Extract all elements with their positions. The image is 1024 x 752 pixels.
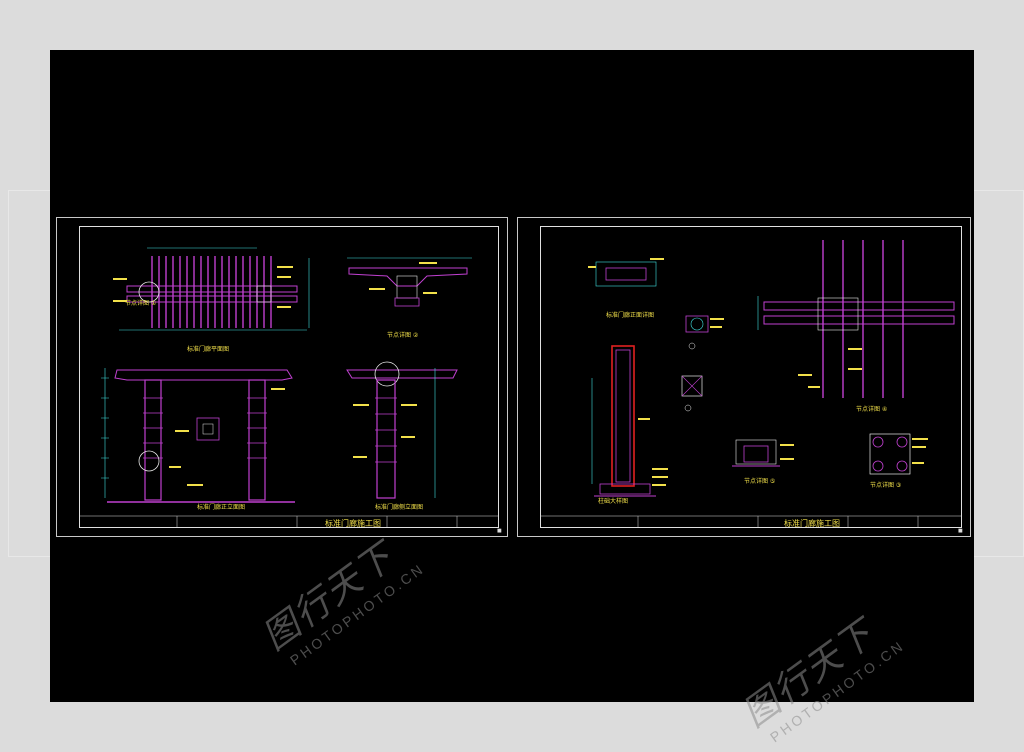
sheet-frame-left (79, 226, 499, 528)
watermark-left: 图行天下 PHOTOPHOTO.CN (255, 535, 428, 669)
sheet-number-right: ■ (958, 528, 963, 534)
ghost-sheet-right (972, 190, 1024, 557)
column-detail (591, 345, 668, 497)
plan-view (113, 247, 310, 331)
drawing-sheet-left: 标准门廊平面图 节点详图 ② 标准门廊正立面图 标准门廊侧立面图 节点详图 ① … (56, 217, 508, 537)
side-elevation (346, 361, 458, 499)
front-elevation (101, 368, 295, 503)
front-detail (588, 258, 664, 287)
label-side-elevation: 标准门廊侧立面图 (375, 504, 424, 511)
node-detail-5 (732, 439, 794, 467)
label-node-3: 节点详图 ③ (870, 482, 902, 489)
sheet-right-drawing (540, 240, 962, 528)
sheet-left-drawing (79, 247, 499, 528)
label-front-detail: 标准门廊正面详图 (606, 312, 655, 319)
title-block-left: 标准门廊施工图 (325, 519, 381, 528)
node-detail-4 (757, 240, 955, 398)
bolt-plate-detail (869, 433, 928, 475)
label-column-detail: 柱础大样图 (598, 498, 629, 505)
label-front-elevation: 标准门廊正立面图 (197, 504, 246, 511)
label-node-4: 节点详图 ④ (856, 406, 888, 413)
title-block-right: 标准门廊施工图 (784, 519, 840, 528)
drawing-sheet-right: 标准门廊正面详图 柱础大样图 节点详图 ④ 节点详图 ⑤ 节点详图 ③ 标准门廊… (517, 217, 971, 537)
sheet-frame-right (540, 226, 962, 528)
watermark-right: 图行天下 PHOTOPHOTO.CN (735, 612, 908, 746)
node-detail-3 (681, 315, 724, 412)
cad-drawing-viewport[interactable]: 标准门廊平面图 节点详图 ② 标准门廊正立面图 标准门廊侧立面图 节点详图 ① … (50, 50, 974, 745)
label-node-1: 节点详图 ① (125, 300, 157, 307)
node-detail-2 (347, 257, 472, 307)
label-node-2: 节点详图 ② (387, 332, 419, 339)
label-node-5: 节点详图 ⑤ (744, 478, 776, 485)
label-plan: 标准门廊平面图 (187, 346, 230, 353)
sheet-number-left: ■ (497, 528, 502, 534)
